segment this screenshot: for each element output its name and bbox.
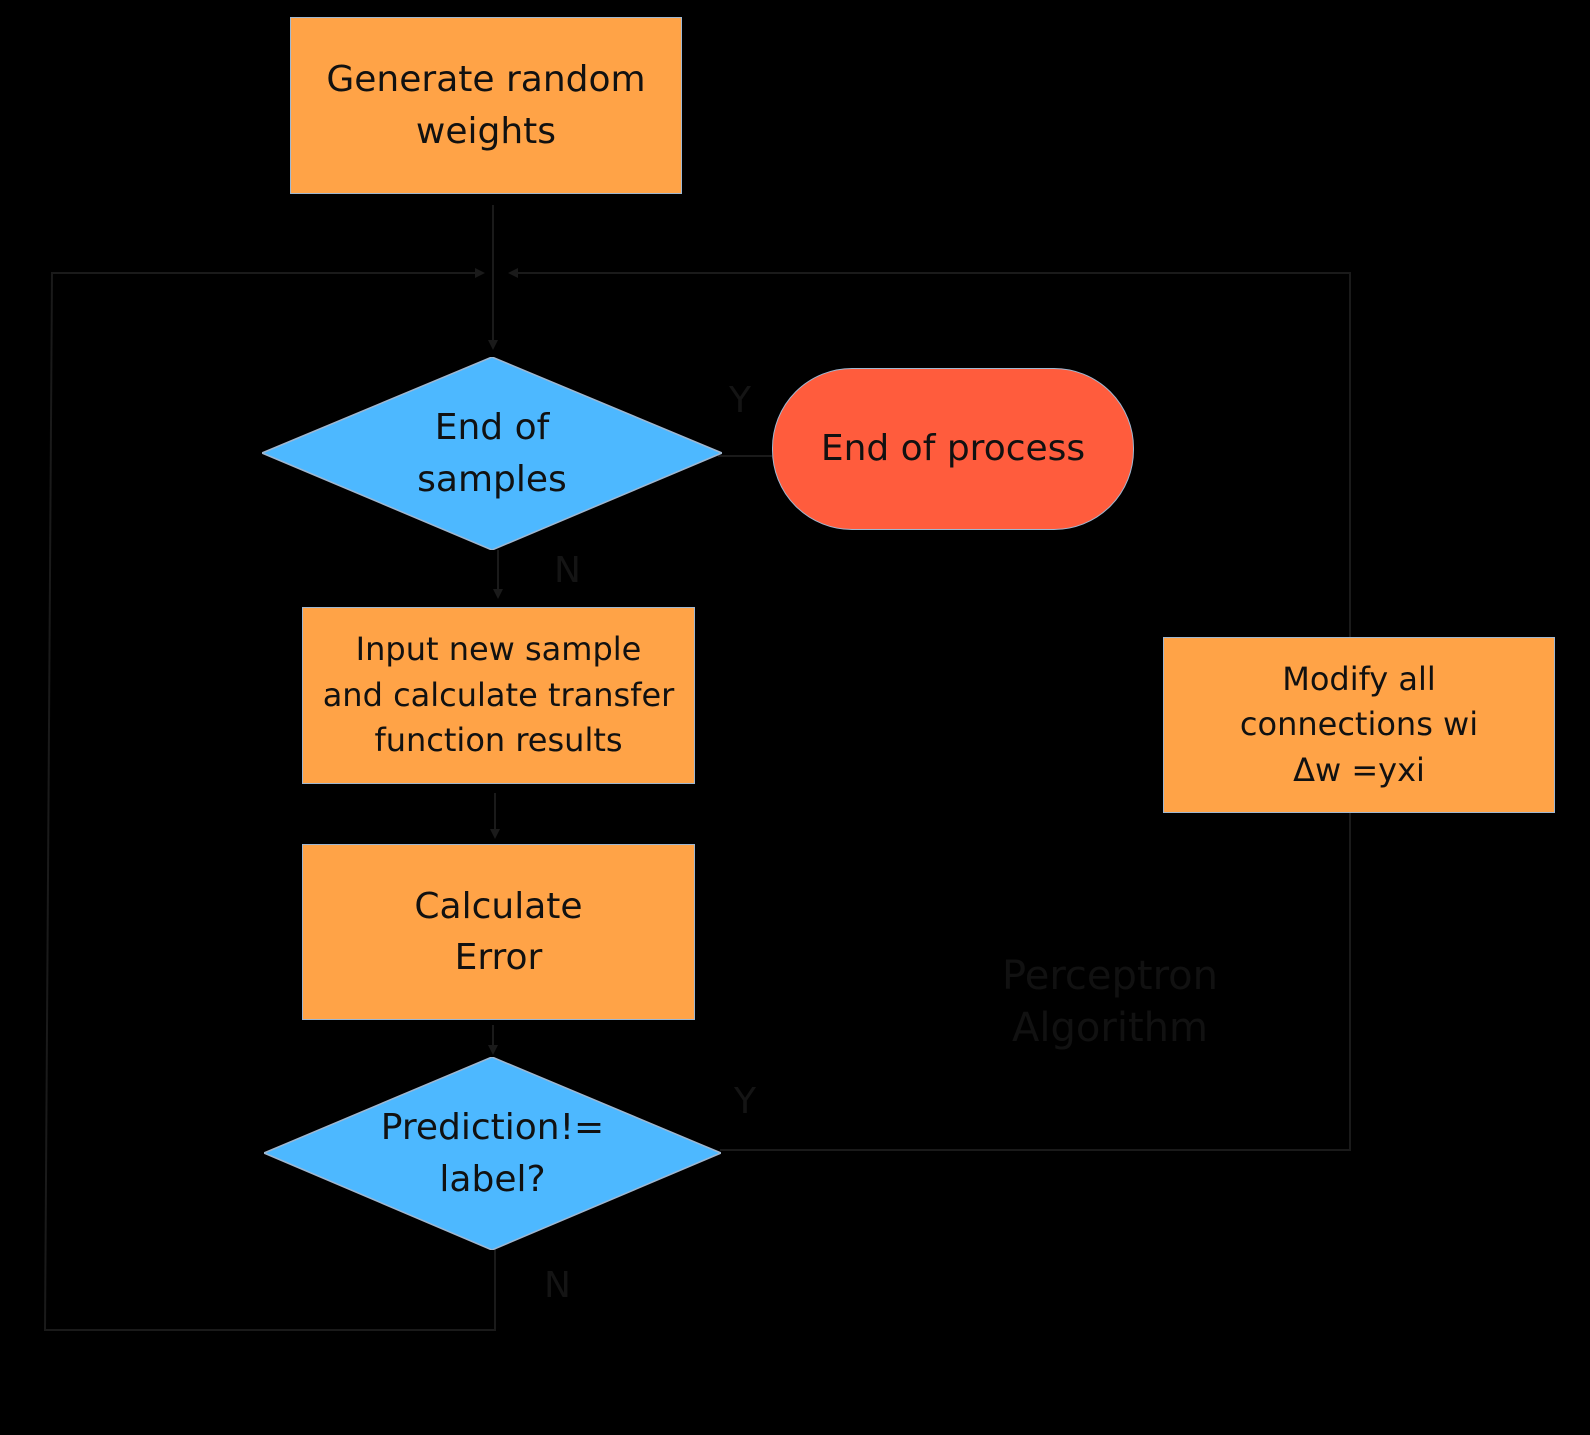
end-of-process-label: End of process — [820, 428, 1086, 470]
prediction-yes-label: Y — [734, 1081, 756, 1122]
end-of-process-terminal: End of process — [772, 368, 1134, 530]
perceptron-algorithm-note: Perceptron Algorithm — [1002, 953, 1218, 1051]
decision-diamond-shape — [262, 357, 722, 550]
calculate-error-label: Calculate Error — [414, 885, 583, 978]
generate-weights-step: Generate random weights — [290, 17, 682, 194]
input-sample-step: Input new sample and calculate transfer … — [302, 607, 695, 784]
samples-yes-label: Y — [729, 380, 751, 421]
connector-update-loop — [508, 268, 1351, 637]
modify-connections-step: Modify all connections wi Δw =yxi — [1163, 637, 1555, 813]
end-of-samples-label: End of samples — [417, 407, 567, 500]
connector-no-error-loop — [43, 268, 496, 1331]
connector-prediction-yes — [720, 812, 1351, 1151]
calculate-error-step: Calculate Error — [302, 844, 695, 1020]
prediction-no-label: N — [544, 1265, 571, 1306]
end-of-samples-decision: End of samples — [262, 357, 722, 550]
input-sample-label: Input new sample and calculate transfer … — [322, 630, 675, 760]
prediction-check-label: Prediction!= label? — [380, 1107, 605, 1200]
modify-connections-label: Modify all connections wi Δw =yxi — [1239, 659, 1479, 789]
decision-diamond-shape — [264, 1057, 721, 1250]
samples-no-label: N — [554, 550, 581, 591]
prediction-check-decision: Prediction!= label? — [264, 1057, 721, 1250]
generate-weights-label: Generate random weights — [326, 59, 646, 152]
